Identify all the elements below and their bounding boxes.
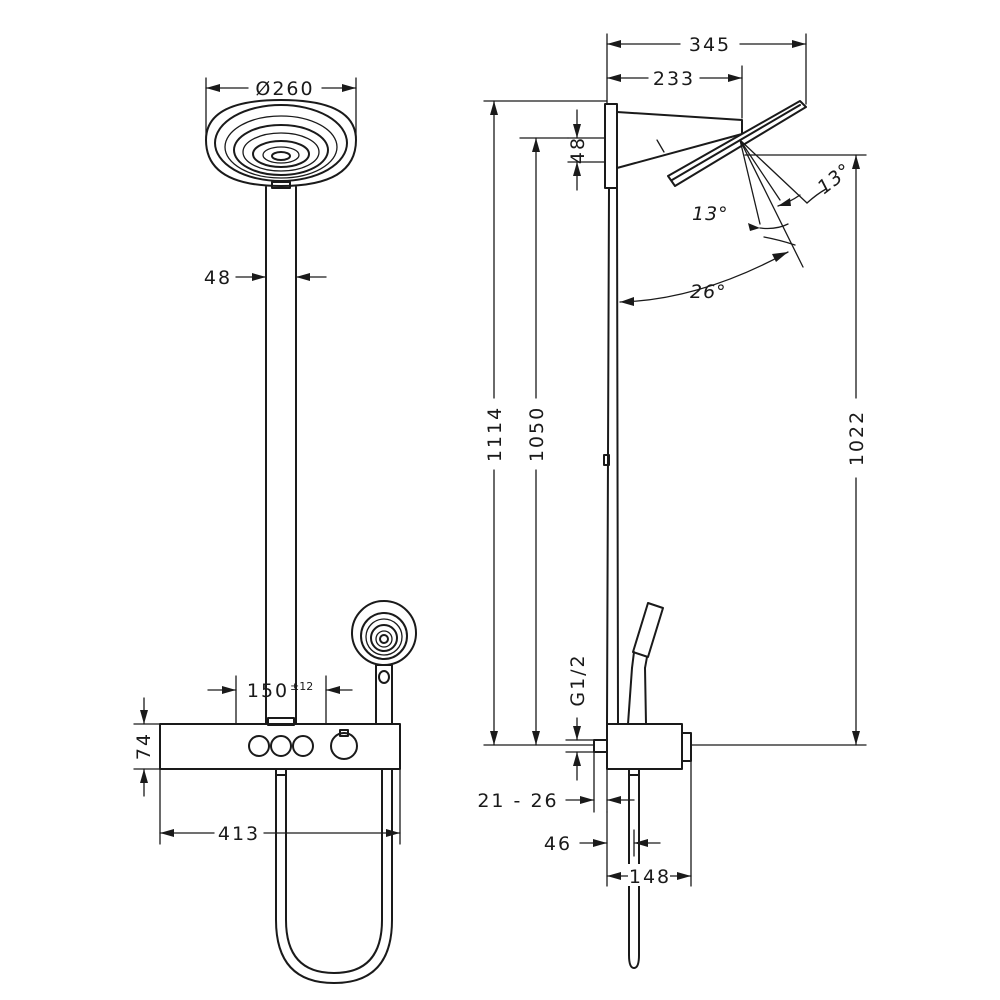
dim-projection-total-label: 345 [689, 34, 731, 56]
hand-shower-side [627, 602, 664, 725]
dim-rod-width-label: 48 [204, 267, 232, 289]
hose-side [628, 774, 640, 969]
thermostat-front [159, 717, 401, 776]
shower-arm-side [616, 111, 743, 169]
dim-thermostat-height: 74 [133, 697, 161, 797]
dim-spacing-label: 150 [247, 680, 289, 702]
angle-26-indicator: 26° [619, 251, 789, 306]
shower-rod-front [265, 186, 297, 725]
dim-arm-height-label: 48 [567, 136, 589, 164]
dim-handle-projection-label: 148 [629, 866, 671, 888]
thermostat-side [593, 723, 692, 776]
dim-spacing-tolerance: ±12 [290, 680, 313, 693]
dim-height-total: 1114 [483, 100, 608, 746]
hand-shower-front [351, 600, 417, 726]
dim-spacing: 150 ±12 [207, 675, 353, 725]
dim-projection-arm: 233 [606, 65, 743, 119]
dim-height-outlet: 1050 [519, 137, 569, 746]
dim-wall-offset: 21 - 26 [477, 751, 635, 813]
dim-wall-offset-label: 21 - 26 [477, 790, 558, 812]
hose-front [275, 768, 393, 984]
dim-thermostat-depth: 46 [544, 811, 661, 887]
overhead-shower-front [205, 99, 357, 189]
dim-thermostat-width: 413 [159, 768, 401, 845]
side-view: 13° 13° 26° [477, 33, 868, 969]
dim-height-head: 1022 [690, 154, 868, 746]
dim-rod-width: 48 [204, 267, 327, 289]
dim-connection-label: G1/2 [567, 653, 589, 706]
dim-projection-arm-label: 233 [653, 68, 695, 90]
dim-thermostat-height-label: 74 [133, 732, 155, 760]
shower-rod-side [603, 103, 619, 725]
dim-connection: G1/2 [565, 653, 595, 781]
dim-height-total-label: 1114 [484, 406, 506, 462]
dim-thermostat-depth-label: 46 [544, 833, 572, 855]
angle-c-label: 26° [690, 281, 727, 303]
dim-arm-height: 48 [567, 109, 606, 191]
angle-a-label: 13° [692, 203, 729, 225]
dim-height-outlet-label: 1050 [526, 406, 548, 462]
dim-handle-projection: 148 [606, 760, 692, 888]
dim-thermostat-width-label: 413 [218, 823, 260, 845]
dim-projection-total: 345 [606, 33, 807, 105]
overhead-shower-side [667, 100, 807, 187]
dim-head-diameter-label: Ø260 [255, 78, 314, 100]
dim-head-diameter: Ø260 [205, 77, 357, 139]
front-view: Ø260 48 150 ±12 [133, 77, 417, 984]
dim-height-head-label: 1022 [846, 410, 868, 466]
